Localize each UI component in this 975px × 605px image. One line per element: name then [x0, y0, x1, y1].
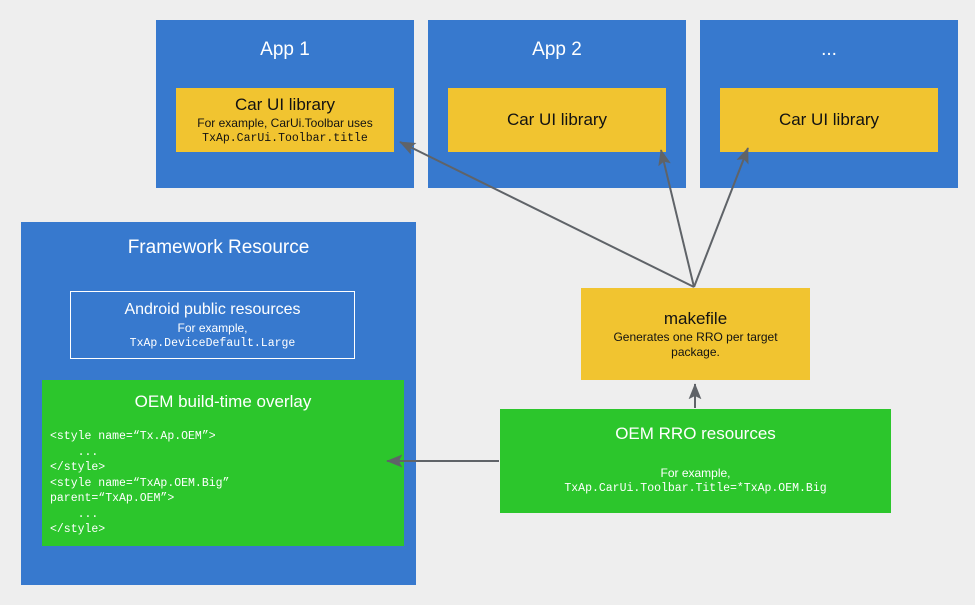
framework-resource-title: Framework Resource: [127, 237, 310, 258]
app-panel-3: ... Car UI library: [700, 20, 958, 188]
android-public-resources-card: Android public resources For example, Tx…: [70, 291, 355, 359]
oem-build-time-overlay-code: <style name=“Tx.Ap.OEM”> ... </style> <s…: [50, 430, 230, 536]
framework-resource-panel: Framework Resource Android public resour…: [21, 222, 416, 585]
oem-rro-resources-card: OEM RRO resources For example, TxAp.CarU…: [500, 409, 891, 513]
oem-build-time-overlay-title: OEM build-time overlay: [134, 392, 312, 411]
app-panel-1: App 1 Car UI library For example, CarUi.…: [156, 20, 414, 188]
makefile-subtitle: Generates one RRO per target package.: [613, 330, 778, 359]
car-ui-library-card-1: Car UI library For example, CarUi.Toolba…: [176, 88, 394, 152]
makefile-title: makefile: [663, 309, 728, 328]
oem-build-time-overlay-card: OEM build-time overlay <style name=“Tx.A…: [42, 380, 404, 546]
makefile-card: makefile Generates one RRO per target pa…: [581, 288, 810, 380]
android-public-resources-title: Android public resources: [124, 301, 301, 318]
oem-rro-resources-code: TxAp.CarUi.Toolbar.Title=*TxAp.OEM.Big: [564, 482, 827, 495]
oem-rro-resources-title: OEM RRO resources: [615, 424, 776, 443]
car-ui-library-title-1: Car UI library: [234, 95, 336, 114]
app-panel-3-title: ...: [821, 39, 837, 60]
car-ui-library-subtitle-1: For example, CarUi.Toolbar uses: [197, 116, 373, 130]
app-panel-2: App 2 Car UI library: [428, 20, 686, 188]
car-ui-library-card-2: Car UI library: [448, 88, 666, 152]
oem-rro-resources-subtitle: For example,: [660, 466, 731, 480]
car-ui-library-code-1: TxAp.CarUi.Toolbar.title: [202, 132, 368, 145]
app-panel-2-title: App 2: [532, 39, 582, 60]
car-ui-library-title-2: Car UI library: [506, 110, 608, 129]
car-ui-library-card-3: Car UI library: [720, 88, 938, 152]
android-public-resources-code: TxAp.DeviceDefault.Large: [129, 337, 296, 350]
android-public-resources-subtitle: For example,: [177, 321, 248, 335]
car-ui-library-title-3: Car UI library: [778, 110, 880, 129]
app-panel-1-title: App 1: [260, 39, 310, 60]
